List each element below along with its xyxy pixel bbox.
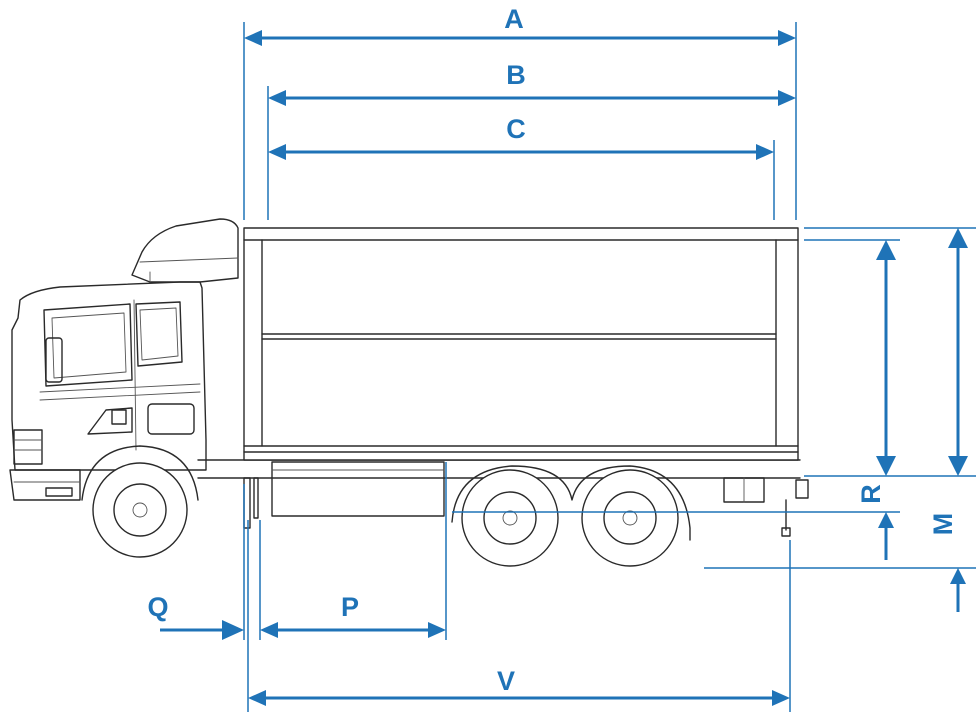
dimension-p [260, 622, 446, 638]
label-q: Q [147, 592, 168, 622]
dimension-q [160, 620, 244, 640]
cab [9, 281, 207, 501]
dimension-external-height [948, 228, 968, 476]
label-b: B [506, 60, 526, 90]
front-wheel [92, 462, 188, 558]
rear-mudguard [451, 465, 691, 541]
rear-wheel-1 [461, 469, 559, 567]
dimension-m [950, 568, 966, 612]
dimension-c [268, 144, 774, 160]
rear-wheel-2 [581, 469, 679, 567]
dimension-b [268, 90, 796, 106]
label-v: V [497, 666, 515, 696]
dimension-r [878, 512, 894, 560]
dimension-lines [160, 22, 976, 712]
dimension-a [244, 30, 796, 46]
dimension-labels: A B C R M Q P V [147, 4, 958, 696]
cargo-body [243, 227, 799, 461]
label-p: P [341, 592, 359, 622]
label-m: M [928, 513, 958, 536]
dimension-v [248, 690, 790, 706]
label-c: C [506, 114, 526, 144]
truck-drawing [9, 218, 809, 567]
roof-deflector [131, 218, 239, 283]
label-a: A [504, 4, 524, 34]
label-r: R [856, 484, 886, 504]
dimension-internal-height [876, 240, 896, 476]
